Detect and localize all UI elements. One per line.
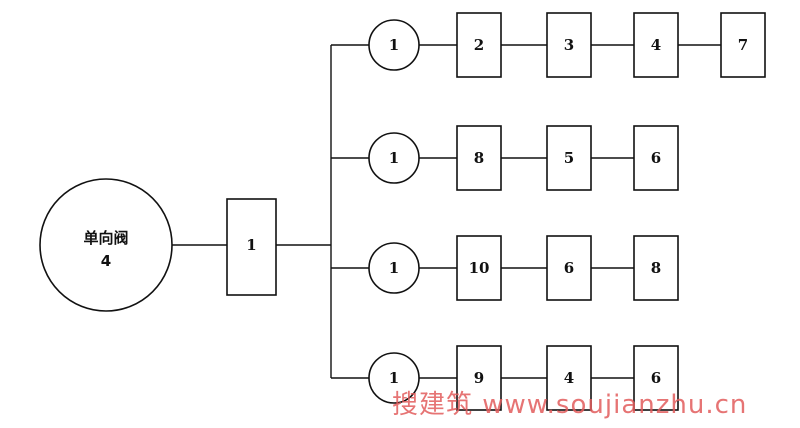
branches: 1 2 3 4 7 1 8 5 6 1 10 6 8 1 9 4 6: [331, 12, 766, 411]
check-valve-label: 单向阀: [83, 229, 128, 247]
branch-2-box-3: [633, 125, 679, 191]
branch-1-box-1: [456, 12, 502, 78]
branch-1-box-2: [546, 12, 592, 78]
branch-4-box-2: [546, 345, 592, 411]
branch-3-box-1-label: 10: [469, 259, 490, 277]
branch-3-box-2: [546, 235, 592, 301]
branch-2-box-2-label: 5: [564, 149, 574, 167]
branch-3-box-3: [633, 235, 679, 301]
branch-3-box-2-label: 6: [564, 259, 574, 277]
branch-1-circle-label: 1: [389, 36, 399, 54]
branch-4-circle-label: 1: [389, 369, 399, 387]
branch-1-box-1-label: 2: [474, 36, 484, 54]
branch-4-box-3-label: 6: [651, 369, 661, 387]
branch-4-box-1: [456, 345, 502, 411]
branch-1-box-3: [633, 12, 679, 78]
branch-3-box-3-label: 8: [651, 259, 661, 277]
branch-2-box-1-label: 8: [474, 149, 484, 167]
hub-box: [226, 198, 277, 296]
branch-2-box-3-label: 6: [651, 149, 661, 167]
branch-1-box-3-label: 4: [651, 36, 661, 54]
branch-4-box-2-label: 4: [564, 369, 574, 387]
branch-4-box-1-label: 9: [474, 369, 484, 387]
watermark: 搜建筑 www.soujianzhu.cn: [392, 390, 748, 420]
branch-1-box-2-label: 3: [564, 36, 574, 54]
check-valve-number: 4: [101, 252, 111, 270]
branch-4-box-3: [633, 345, 679, 411]
branch-2-box-1: [456, 125, 502, 191]
branch-3-circle-label: 1: [389, 259, 399, 277]
branch-1-box-4: [720, 12, 766, 78]
branch-2-circle-label: 1: [389, 149, 399, 167]
branch-1-box-4-label: 7: [738, 36, 748, 54]
hub-label: 1: [246, 236, 256, 254]
